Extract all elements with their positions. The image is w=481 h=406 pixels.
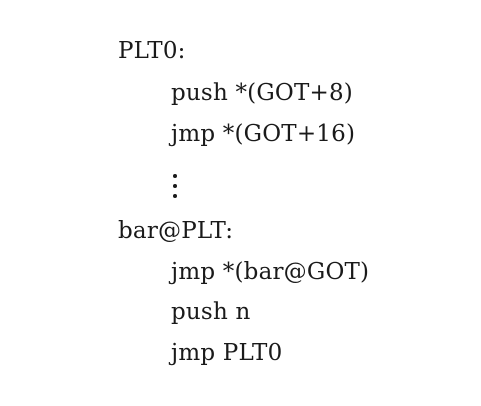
plt0-instruction-jmp: jmp *(GOT+16) <box>171 121 356 147</box>
bar-plt-instruction-jmp-got: jmp *(bar@GOT) <box>171 259 370 285</box>
plt0-label: PLT0: <box>118 38 186 64</box>
vertical-ellipsis-icon <box>171 172 181 202</box>
bar-plt-instruction-push: push n <box>171 299 251 325</box>
bar-plt-label: bar@PLT: <box>118 218 234 244</box>
bar-plt-instruction-jmp-plt0: jmp PLT0 <box>171 340 283 366</box>
plt0-instruction-push: push *(GOT+8) <box>171 80 353 106</box>
